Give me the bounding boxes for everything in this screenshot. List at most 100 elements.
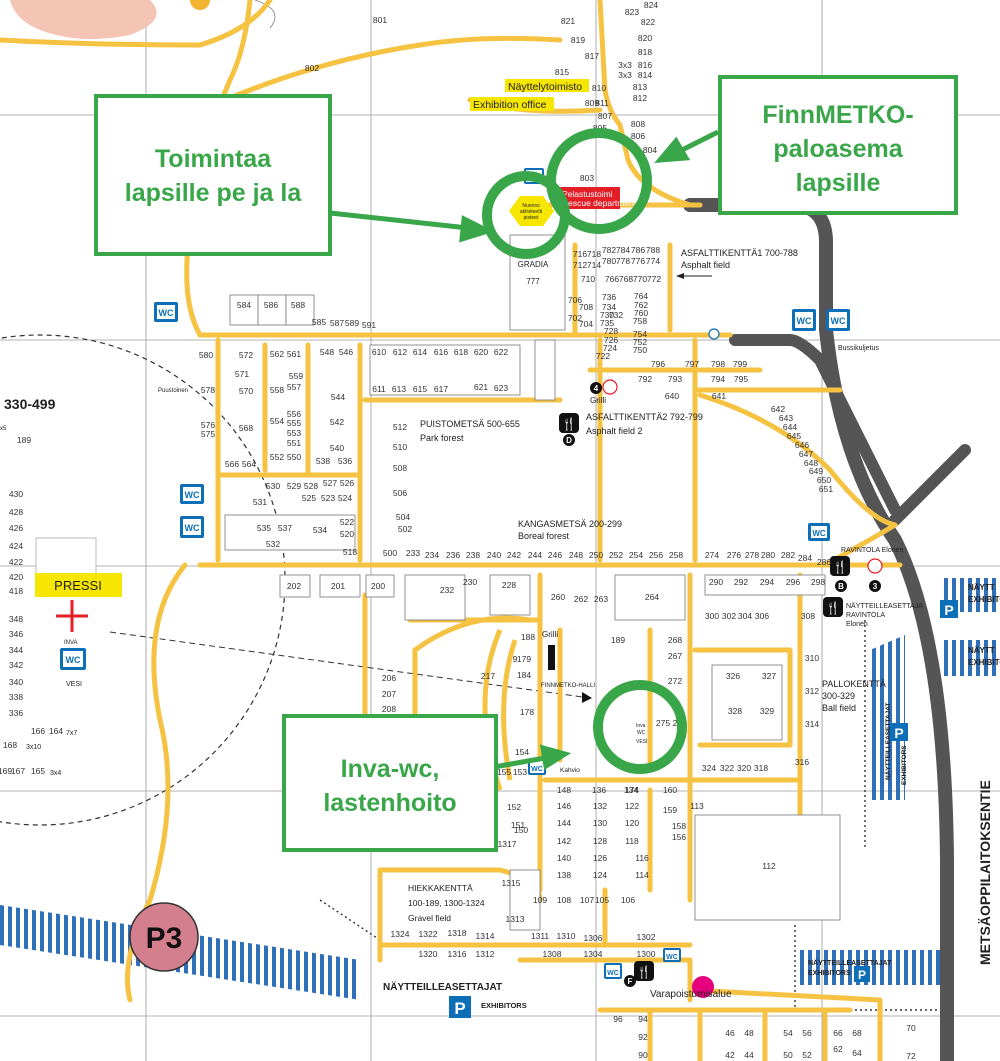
plot-number: 538 — [316, 456, 330, 466]
plot-number: 242 — [507, 550, 521, 560]
plot-number: 282 — [781, 550, 795, 560]
grill-icons — [602, 328, 883, 574]
plot-number: 822 — [641, 17, 655, 27]
plot-number: 817 — [585, 51, 599, 61]
marker-b: B — [835, 580, 847, 592]
dims-5-label: x5 — [0, 426, 7, 432]
plot-number: 706 — [568, 295, 582, 305]
parking-icon: P — [940, 600, 958, 618]
plot-number: 252 — [609, 550, 623, 560]
plot-number: 794 — [711, 374, 725, 384]
plot-number: 527 — [323, 478, 337, 488]
plot-number: 591 — [362, 320, 376, 330]
plot-number: 238 — [466, 550, 480, 560]
plot-number: 422 — [9, 557, 23, 567]
plot-number: 562 — [270, 349, 284, 359]
grill-icon — [867, 558, 883, 574]
plot-number: 522 — [340, 517, 354, 527]
plot-number: 768 — [619, 274, 633, 284]
plot-number: 228 — [502, 580, 516, 590]
vesi-left-label: VESI — [66, 681, 82, 688]
main-road — [683, 198, 971, 1061]
plot-number: 797 — [685, 359, 699, 369]
asphalt-field-label: Asphalt field — [681, 260, 730, 270]
plot-number: 572 — [239, 350, 253, 360]
plot-number: 201 — [331, 581, 345, 591]
plot-number: 799 — [733, 359, 747, 369]
plot-number: 44 — [744, 1050, 754, 1060]
plot-number: 174 — [625, 785, 639, 795]
plot-number: 616 — [434, 347, 448, 357]
svg-text:4: 4 — [594, 384, 599, 393]
plot-number: 109 — [533, 895, 547, 905]
plot-number: 819 — [571, 35, 585, 45]
plot-number: 530 — [266, 481, 280, 491]
dims-7x7-label: 7x7 — [66, 730, 77, 737]
plot-number: 258 — [669, 550, 683, 560]
plot-number: 48 — [744, 1028, 754, 1038]
callout-inva-line-1: Inva-wc, — [341, 755, 440, 783]
plot-number: 298 — [811, 577, 825, 587]
asphalt-field-arrowhead — [676, 273, 684, 279]
plot-number: 795 — [734, 374, 748, 384]
svg-text:WC: WC — [812, 529, 826, 538]
plot-number: 114 — [635, 870, 649, 880]
grill-icon — [602, 379, 618, 395]
plot-number: 622 — [494, 347, 508, 357]
plot-number: 254 — [629, 550, 643, 560]
plot-number: 531 — [253, 497, 267, 507]
exhibitors-vertical-en: EXHIBITORS — [901, 745, 908, 785]
wc-icon: WC — [180, 516, 204, 538]
plot-number: 308 — [801, 611, 815, 621]
plot-number: 232 — [440, 585, 454, 595]
svg-text:D: D — [566, 436, 572, 445]
plot-number: 152 — [507, 802, 521, 812]
plot-number: 642 — [771, 404, 785, 414]
plot-number: 189 — [611, 635, 625, 645]
callout-children-line-1: Toimintaa — [155, 145, 272, 173]
pressi-box — [35, 573, 122, 597]
plot-number: 320 — [737, 763, 751, 773]
plot-number: 816 — [638, 60, 652, 70]
exhibition-office-highlight — [505, 79, 589, 92]
pointer-arrowhead — [582, 692, 592, 703]
plot-number: 734 — [602, 302, 616, 312]
plot-number: 1324 — [391, 929, 410, 939]
plot-number: 551 — [287, 438, 301, 448]
ball-field-label: Ball field — [822, 703, 856, 713]
plot-number: 92 — [638, 1032, 648, 1042]
callout-inva-line-2: lastenhoito — [323, 789, 456, 817]
asfalttikentta2-label: ASFALTTIKENTTÄ2 792-799 — [586, 412, 703, 422]
plot-number: 792 — [638, 374, 652, 384]
plot-number: 1316 — [448, 949, 467, 959]
plot-number: 146 — [557, 801, 571, 811]
p3-label: P3 — [146, 922, 183, 955]
plot-number: 338 — [9, 692, 23, 702]
plot-number: 612 — [393, 347, 407, 357]
plot-number: 568 — [239, 423, 253, 433]
exhibition-office-highlight — [470, 97, 554, 111]
plot-number: 764 — [634, 291, 648, 301]
plot-number: 575 — [201, 429, 215, 439]
plot-number: 248 — [569, 550, 583, 560]
plot-number: 244 — [528, 550, 542, 560]
plot-number: 752 — [633, 337, 647, 347]
plot-number: 754 — [633, 329, 647, 339]
park-forest-label: Park forest — [420, 433, 464, 443]
plot-number: 272 — [668, 676, 682, 686]
plot-number: 621 — [474, 382, 488, 392]
plot-number: 640 — [665, 391, 679, 401]
plot-number: 580 — [199, 350, 213, 360]
exhibition-office-label: Exhibition office — [473, 99, 547, 111]
plot-number: 158 — [672, 821, 686, 831]
plot-number: 286 — [817, 557, 831, 567]
callout-inva-wc: Inva-wc, lastenhoito — [282, 714, 498, 852]
plot-number: 614 — [413, 347, 427, 357]
plot-number: 812 — [633, 93, 647, 103]
hiekkakentta-label: HIEKKAKENTTÄ — [408, 883, 473, 893]
plot-number: 134 — [624, 785, 638, 795]
plot-number: 240 — [487, 550, 501, 560]
pallokentta-range-label: 300-329 — [822, 691, 855, 701]
parking-icon: P — [890, 723, 908, 741]
plot-number: 782 — [602, 245, 616, 255]
